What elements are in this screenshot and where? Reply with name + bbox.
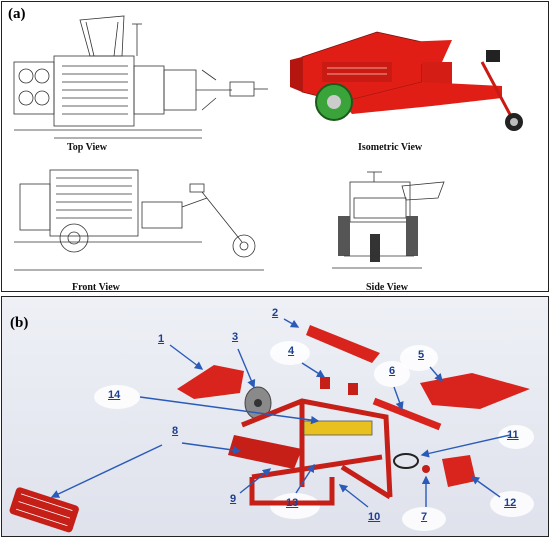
part-8-drum [228,435,302,469]
frame-assembly [241,398,393,506]
arrow-11 [420,434,511,458]
arrow-8b [181,442,242,455]
part-14-rollers [303,420,373,436]
part-label-7: 7 [421,511,428,523]
part-1-hood [177,365,244,399]
arrow-3 [237,348,256,389]
arrow-5 [429,366,443,383]
arrow-12 [470,476,501,498]
part-label-14: 14 [108,389,121,401]
side-view-label: Side View [366,282,408,293]
label-bubble [270,341,310,365]
front-view-label: Front View [72,282,120,293]
arrow-1 [169,344,204,370]
part-label-11: 11 [507,429,519,441]
panel-b-parts-drawing [9,318,530,533]
arrow-14 [139,396,320,425]
part-label-13: 13 [286,497,299,509]
part-6-shaft [372,397,442,431]
part-label-12: 12 [504,497,517,509]
part-12-box [442,455,476,487]
arrow-13 [295,463,315,494]
part-11-belt [393,453,419,469]
part-5-hopper [420,373,530,409]
part-label-8: 8 [172,425,179,437]
part-7-pulley [422,465,430,473]
panel-b-exploded-view: (b) [1,296,549,537]
panel-a-drawings [13,15,523,271]
panel-a-engineering-views: (a) [1,1,549,293]
panel-a-label: (a) [8,6,26,22]
part-label-4: 4 [288,345,295,357]
panel-b-label: (b) [10,315,29,331]
part-8-drum-detail [9,487,79,533]
part-label-10: 10 [368,511,381,523]
arrow-6 [393,386,404,411]
top-view-label: Top View [67,142,107,153]
part-label-1: 1 [158,333,165,345]
isometric-view-label: Isometric View [358,142,423,153]
arrow-4 [301,362,326,378]
label-bubble [402,507,446,531]
part-label-2: 2 [272,307,279,319]
label-bubble [94,385,140,409]
part-label-9: 9 [230,493,237,505]
side-view-drawing [332,171,445,269]
arrow-10 [338,484,369,508]
part-label-6: 6 [389,365,396,377]
arrow-8 [50,444,163,498]
part-label-5: 5 [418,349,425,361]
arrow-9 [239,468,272,494]
part-4-brackets [320,377,330,389]
arrow-2 [283,318,300,328]
front-view-drawing [14,169,264,271]
label-bubble [270,493,320,519]
part-2-plate [306,325,380,363]
label-bubble [374,361,410,387]
isometric-view-drawing [290,31,523,131]
top-view-drawing [13,15,268,139]
part-label-3: 3 [232,331,239,343]
